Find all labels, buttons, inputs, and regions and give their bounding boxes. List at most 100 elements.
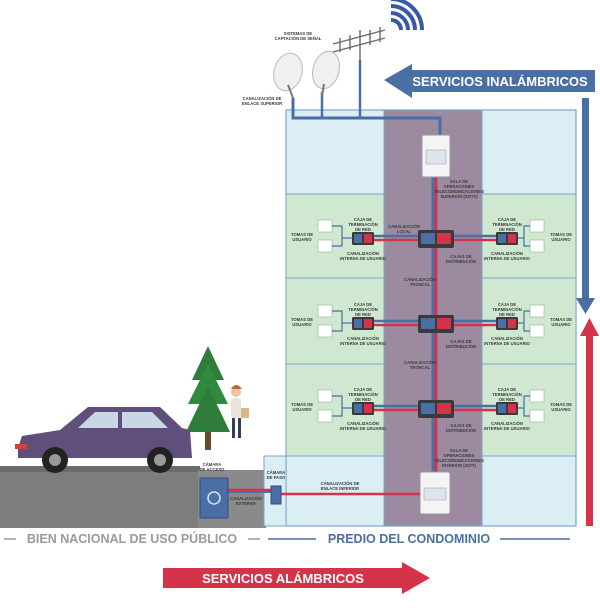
lower-link-label: ENLACE INFERIOR bbox=[321, 486, 359, 491]
termination-port bbox=[498, 319, 506, 328]
user-outlet bbox=[529, 239, 545, 253]
termination-port bbox=[364, 404, 372, 413]
user-outlet bbox=[529, 389, 545, 403]
wireless-vertical-arrow bbox=[576, 98, 595, 314]
distribution-box-port bbox=[421, 318, 435, 329]
user-outlets-label: USUARIO bbox=[292, 322, 312, 327]
upper-link-label: ENLACE SUPERIOR bbox=[242, 101, 282, 106]
distribution-box-port bbox=[421, 233, 435, 244]
external-conduit-label: EXTERNA bbox=[236, 501, 256, 506]
wired-services-label: SERVICIOS ALÁMBRICOS bbox=[202, 571, 364, 586]
termination-box-label: TERMINACIÓN bbox=[348, 222, 378, 227]
termination-box-label: DE RED bbox=[355, 312, 371, 317]
user-outlets-label: USUARIO bbox=[292, 237, 312, 242]
termination-port bbox=[498, 404, 506, 413]
distribution-box-port bbox=[437, 318, 451, 329]
person-icon bbox=[231, 385, 249, 438]
distribution-box-label: DISTRIBUCIÓN bbox=[446, 428, 476, 433]
user-outlet bbox=[529, 304, 545, 318]
user-outlet bbox=[529, 219, 545, 233]
termination-box-label: TERMINACIÓN bbox=[492, 222, 522, 227]
upper-link-conduit bbox=[291, 98, 442, 135]
termination-box-label: CAJA DE bbox=[498, 387, 516, 392]
wired-vertical-arrow bbox=[580, 318, 599, 526]
pass-chamber-label: DE PASO bbox=[267, 475, 286, 480]
internal-conduit-label: CANALIZACIÓN bbox=[491, 421, 523, 426]
termination-box-label: DE RED bbox=[499, 397, 515, 402]
user-outlet bbox=[317, 304, 333, 318]
internal-user-conduit bbox=[332, 395, 343, 417]
local-conduit-label: LOCAL bbox=[397, 229, 412, 234]
user-outlet bbox=[317, 324, 333, 338]
satellite-dish-icon bbox=[312, 50, 340, 97]
trunk-conduit-label: CANALIZACIÓN bbox=[404, 360, 436, 365]
internal-user-conduit bbox=[523, 310, 530, 332]
upper-link-label: CANALIZACIÓN DE bbox=[243, 96, 282, 101]
termination-port bbox=[364, 234, 372, 243]
termination-box-label: TERMINACIÓN bbox=[348, 307, 378, 312]
termination-port bbox=[364, 319, 372, 328]
user-outlet bbox=[317, 219, 333, 233]
wireless-signal-icon bbox=[390, 0, 424, 31]
internal-conduit-label: INTERNA DE USUARIO bbox=[484, 256, 531, 261]
wired-services-arrow: SERVICIOS ALÁMBRICOS bbox=[163, 562, 430, 594]
distribution-box-port bbox=[437, 233, 451, 244]
internal-conduit-label: CANALIZACIÓN bbox=[347, 421, 379, 426]
bottom-operations-room: SALA DE OPERACIONES TELECOMUNICACIONES I… bbox=[419, 448, 484, 515]
access-chamber bbox=[199, 477, 229, 519]
distribution-box-port bbox=[421, 403, 435, 414]
termination-port bbox=[354, 404, 362, 413]
termination-box-label: CAJA DE bbox=[498, 302, 516, 307]
distribution-box-label: CAJAS DE bbox=[450, 254, 471, 259]
internal-user-conduit bbox=[332, 310, 343, 332]
trunk-conduit-label: CANALIZACIÓN bbox=[404, 277, 436, 282]
sidewalk bbox=[0, 470, 200, 528]
access-chamber-label: CÁMARA bbox=[203, 462, 222, 467]
termination-port bbox=[508, 404, 516, 413]
public-zone-marker: BIEN NACIONAL DE USO PÚBLICO bbox=[4, 531, 260, 546]
termination-box-label: TERMINACIÓN bbox=[492, 307, 522, 312]
svg-text:OPERACIONES: OPERACIONES bbox=[444, 184, 475, 189]
user-outlets-label: TOMAS DE bbox=[550, 232, 572, 237]
internal-conduit-label: INTERNA DE USUARIO bbox=[484, 341, 531, 346]
user-outlets-label: TOMAS DE bbox=[291, 232, 313, 237]
termination-port bbox=[508, 234, 516, 243]
internal-conduit-label: CANALIZACIÓN bbox=[491, 251, 523, 256]
internal-user-conduit bbox=[523, 225, 530, 247]
private-zone-marker: PREDIO DEL CONDOMINIO bbox=[268, 532, 570, 546]
building bbox=[263, 109, 577, 527]
internal-conduit-label: INTERNA DE USUARIO bbox=[340, 426, 387, 431]
curb bbox=[0, 466, 200, 472]
termination-box-label: DE RED bbox=[355, 397, 371, 402]
user-outlet bbox=[317, 389, 333, 403]
user-outlet bbox=[529, 324, 545, 338]
termination-box-label: CAJA DE bbox=[354, 387, 372, 392]
user-outlets-label: TOMAS DE bbox=[291, 402, 313, 407]
user-outlets-label: USUARIO bbox=[551, 322, 571, 327]
distribution-box-label: DISTRIBUCIÓN bbox=[446, 259, 476, 264]
wireless-services-label: SERVICIOS INALÁMBRICOS bbox=[412, 74, 588, 89]
tree-icon bbox=[186, 346, 230, 450]
access-chamber-label: DE ACCESO bbox=[200, 467, 225, 472]
termination-box-label: DE RED bbox=[499, 312, 515, 317]
termination-port bbox=[354, 319, 362, 328]
termination-box-label: DE RED bbox=[355, 227, 371, 232]
distribution-box-label: CAJAS DE bbox=[450, 339, 471, 344]
external-conduit-label: CANALIZACIÓN bbox=[230, 496, 262, 501]
svg-text:SALA DE: SALA DE bbox=[450, 179, 468, 184]
public-zone-label: BIEN NACIONAL DE USO PÚBLICO bbox=[27, 531, 237, 546]
car-icon bbox=[15, 407, 192, 473]
user-outlets-label: TOMAS DE bbox=[550, 317, 572, 322]
svg-text:INFERIOR (SOTI): INFERIOR (SOTI) bbox=[442, 463, 476, 468]
termination-port bbox=[354, 234, 362, 243]
pass-chamber-label: CÁMARA bbox=[267, 470, 286, 475]
user-outlets-label: USUARIO bbox=[551, 237, 571, 242]
termination-box-label: CAJA DE bbox=[354, 302, 372, 307]
termination-port bbox=[498, 234, 506, 243]
top-operations-room: SALA DE OPERACIONES TELECOMUNICACIONES S… bbox=[421, 134, 484, 199]
distribution-box-label: CAJAS DE bbox=[450, 423, 471, 428]
internal-conduit-label: INTERNA DE USUARIO bbox=[340, 256, 387, 261]
trunk-conduit-label: TRONCAL bbox=[410, 282, 431, 287]
termination-box-label: TERMINACIÓN bbox=[492, 392, 522, 397]
